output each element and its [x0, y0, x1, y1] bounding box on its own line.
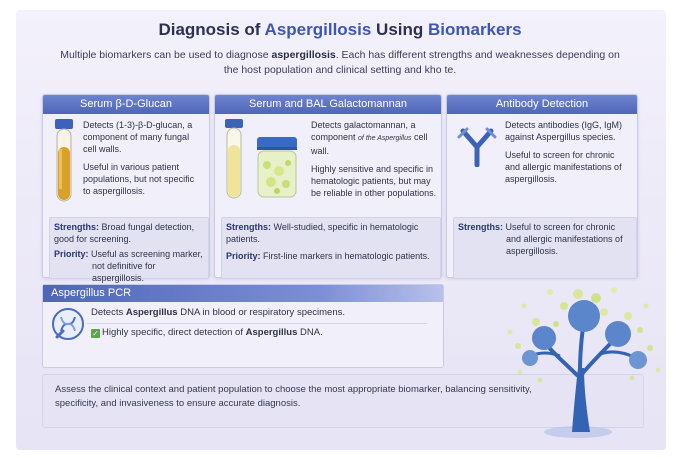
strengths-row: Strengths: Broad fungal detection, good …	[54, 221, 204, 245]
priority-text: Useful as screening marker, not definiti…	[91, 249, 203, 283]
pcr-line1: Detects Aspergillus DNA in blood or resp…	[91, 307, 345, 318]
intro-bold: aspergillosis	[271, 49, 336, 61]
pcr-line1-a: Detects	[91, 307, 126, 318]
strengths-label: Strengths:	[54, 222, 99, 232]
card-beta-d-glucan: Serum β-D-Glucan Detects (1-3)-β-D-gluca…	[42, 94, 210, 283]
page-title: Diagnosis of Aspergillosis Using Biomark…	[0, 20, 680, 40]
aspergillus-tree-icon	[507, 287, 661, 438]
para1-a: Detects galactomannan, a component	[311, 120, 416, 142]
card-para2: Useful in various patient populations, b…	[83, 162, 195, 196]
strengths-box: Strengths: Broad fungal detection, good …	[49, 217, 209, 283]
pcr-divider	[87, 323, 427, 324]
para1-small: of the Aspergillus	[358, 135, 412, 142]
priority-text: First-line markers in hematologic patien…	[263, 251, 430, 261]
title-part4: Biomarkers	[427, 20, 522, 39]
sample-jar-icon	[257, 137, 297, 198]
intro-part2: . Each has different strengths and weakn…	[223, 49, 620, 76]
footer-text: Assess the clinical context and patient …	[55, 384, 532, 409]
priority-label: Priority:	[226, 251, 261, 261]
pcr-panel: Aspergillus PCR Detects Aspergillus DNA …	[42, 284, 444, 368]
strengths-row: Strengths: Useful to screen for chronic …	[458, 221, 632, 257]
card-antibody-detection: Antibody Detection Detects antibodies (I…	[446, 94, 638, 279]
title-part1: Diagnosis of	[158, 20, 265, 39]
pcr-line1-b: DNA in blood or respiratory specimens.	[177, 307, 345, 318]
card-para2: Highly sensitive and specific in hematol…	[311, 164, 437, 198]
strengths-label: Strengths:	[226, 222, 271, 232]
intro-part1: Multiple biomarkers can be used to diagn…	[60, 49, 272, 61]
card-para2: Useful to screen for chronic and allergi…	[505, 150, 622, 184]
strengths-text: Useful to screen for chronic and allergi…	[505, 222, 623, 256]
strengths-row: Strengths: Well-studied, specific in hem…	[226, 221, 436, 245]
title-part3: Using	[371, 20, 428, 39]
pcr-header: Aspergillus PCR	[43, 285, 443, 302]
card-para1: Detects galactomannan, a component of th…	[311, 119, 437, 157]
para1-b: cell wall.	[311, 132, 428, 156]
test-tube-icon	[55, 119, 73, 202]
strengths-label: Strengths:	[458, 222, 503, 232]
pcr-line2: ✓Highly specific, direct detection of As…	[91, 327, 323, 338]
strengths-box: Strengths: Useful to screen for chronic …	[453, 217, 637, 279]
intro-text: Multiple biomarkers can be used to diagn…	[60, 48, 620, 78]
card-para1: Detects antibodies (IgG, IgM) against As…	[505, 120, 623, 142]
card-header: Serum and BAL Galactomannan	[215, 95, 441, 114]
pcr-line2-b: DNA.	[297, 327, 323, 338]
priority-row: Priority: Useful as screening marker, no…	[54, 248, 204, 284]
card-header: Serum β-D-Glucan	[43, 95, 209, 114]
pcr-icon	[52, 308, 84, 340]
title-part2: Aspergillosis	[264, 20, 372, 39]
card-body: Detects (1-3)-β-D-glucan, a component of…	[83, 119, 203, 203]
card-body: Detects galactomannan, a component of th…	[311, 119, 437, 205]
check-icon: ✓	[91, 329, 100, 338]
antibody-icon	[457, 127, 497, 167]
pcr-line2-a: Highly specific, direct detection of	[102, 327, 246, 338]
card-body: Detects antibodies (IgG, IgM) against As…	[505, 119, 631, 191]
pcr-line2-bold: Aspergillus	[245, 327, 298, 338]
test-tube-icon	[225, 119, 243, 199]
strengths-box: Strengths: Well-studied, specific in hem…	[221, 217, 441, 279]
footer-panel: Assess the clinical context and patient …	[42, 374, 644, 428]
card-galactomannan: Serum and BAL Galactomannan Detects gala…	[214, 94, 442, 279]
pcr-line1-bold: Aspergillus	[125, 307, 178, 318]
priority-label: Priority:	[54, 249, 89, 259]
card-para1: Detects (1-3)-β-D-glucan, a component of…	[83, 120, 193, 154]
card-header: Antibody Detection	[447, 95, 637, 114]
strengths-text: Broad fungal detection, good for screeni…	[54, 222, 195, 244]
strengths-text: Well-studied, specific in hematologic pa…	[226, 222, 419, 244]
priority-row: Priority: First-line markers in hematolo…	[226, 250, 436, 262]
